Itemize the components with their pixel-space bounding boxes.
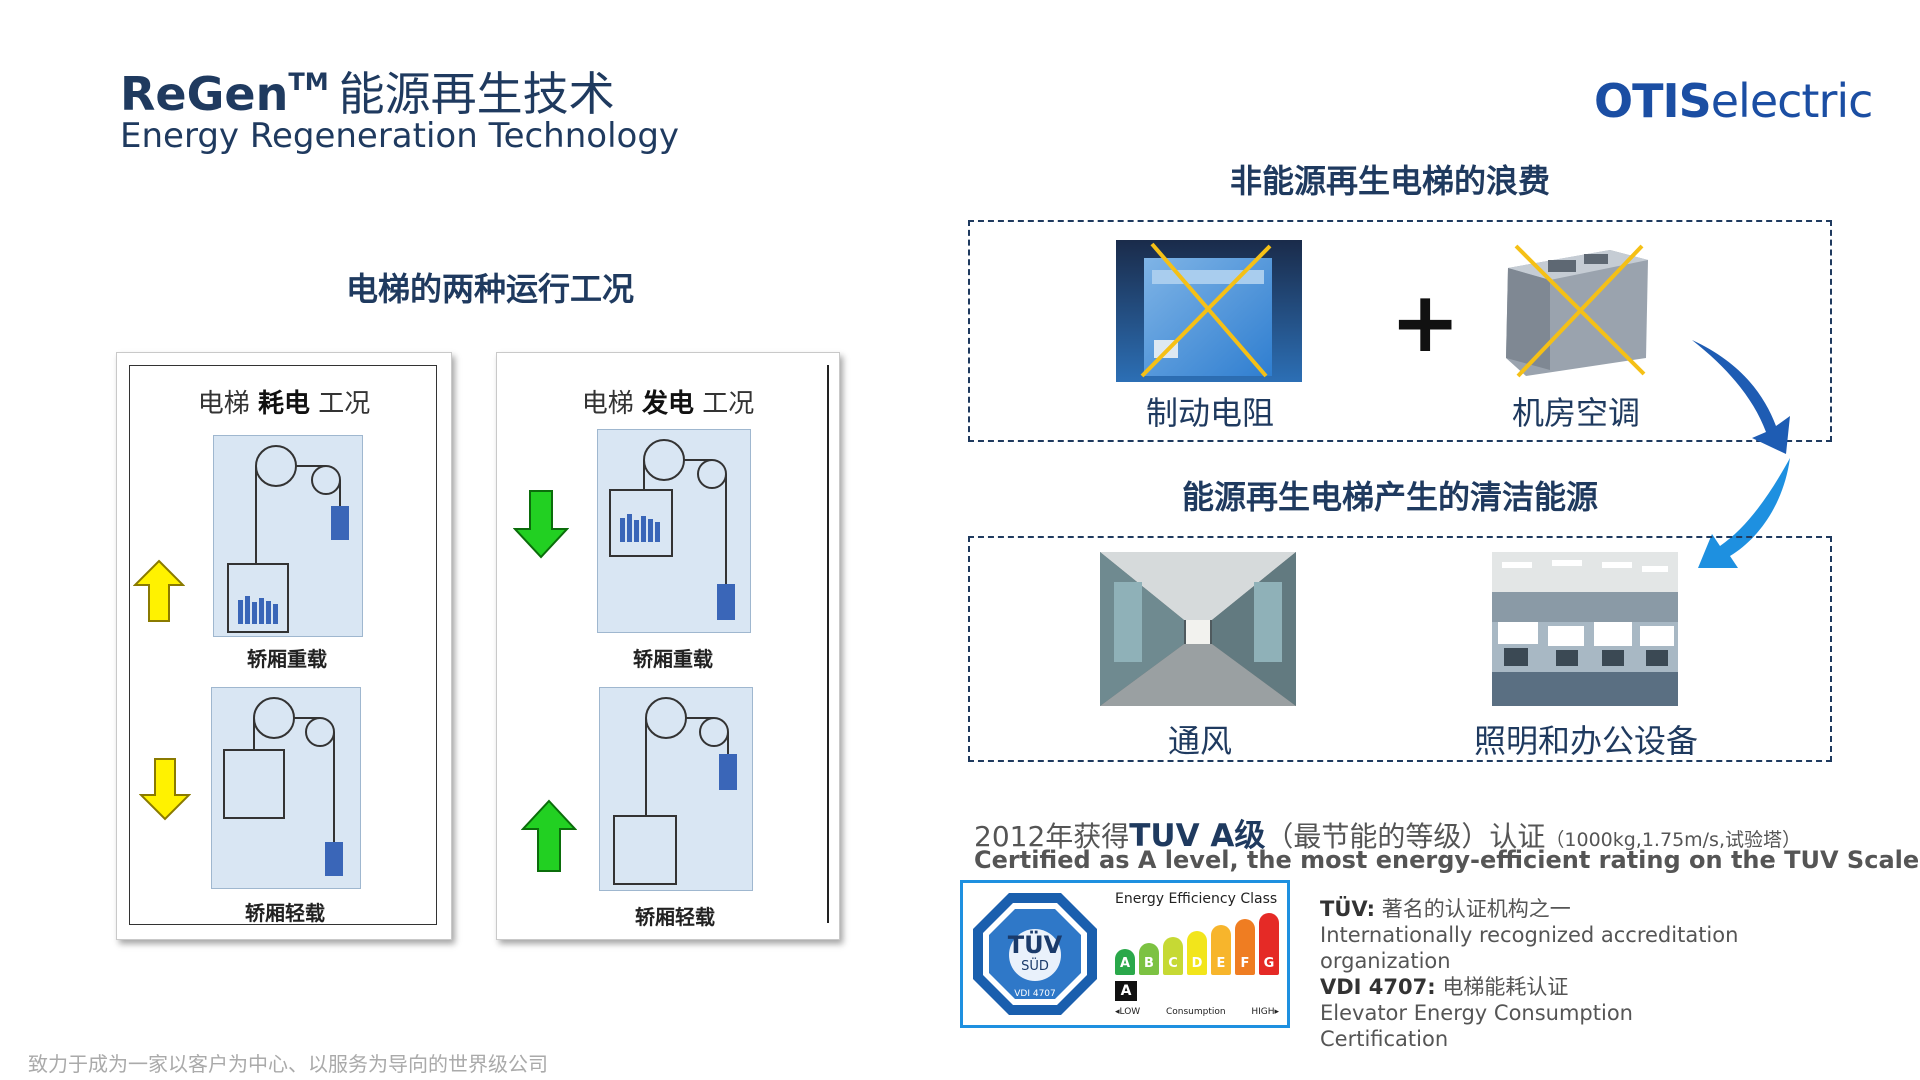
machine-room-ac-photo bbox=[1496, 240, 1658, 382]
lighting-office-label: 照明和办公设备 bbox=[1473, 722, 1698, 760]
title-brand: ReGen bbox=[120, 67, 289, 121]
consumption-heavy-label: 轿厢重载 bbox=[247, 647, 327, 671]
blue-curve-arrow-left-icon bbox=[1698, 458, 1790, 568]
clean-energy-title: 能源再生电梯产生的清洁能源 bbox=[1181, 478, 1598, 516]
clean-energy-box bbox=[968, 536, 1832, 762]
title-chinese: 能源再生技术 bbox=[338, 67, 615, 121]
green-down-arrow-icon bbox=[513, 490, 569, 559]
lighting-office-photo bbox=[1492, 552, 1678, 706]
page-title: ReGenTM 能源再生技术 bbox=[120, 58, 615, 124]
vdi-info-line: VDI 4707: 电梯能耗认证 bbox=[1320, 974, 1740, 1000]
heading-suffix: 工况 bbox=[310, 389, 371, 419]
generation-panel-heading: 电梯 发电 工况 bbox=[497, 383, 839, 420]
title-trademark: TM bbox=[288, 67, 329, 96]
waste-title: 非能源再生电梯的浪费 bbox=[1229, 162, 1550, 200]
consumption-light-diagram bbox=[211, 687, 361, 889]
braking-resistor-photo bbox=[1116, 240, 1302, 382]
energy-efficiency-class-title: Energy Efficiency Class bbox=[1115, 891, 1278, 907]
cert-cn-suffix: （最节能的等级）认证 bbox=[1265, 820, 1546, 853]
scale-low: ◂LOW bbox=[1115, 1007, 1141, 1017]
generation-panel: 电梯 发电 工况 轿厢重载 轿厢轻载 bbox=[496, 352, 840, 940]
certification-en: Certified as A level, the most energy-ef… bbox=[974, 846, 1920, 874]
tuv-info: TÜV: 著名的认证机构之一 Internationally recognize… bbox=[1320, 896, 1740, 1052]
braking-resistor-image bbox=[1116, 240, 1302, 382]
otis-logo: OTISelectric bbox=[1594, 74, 1874, 128]
footer-slogan: 致力于成为一家以客户为中心、以服务为导向的世界级公司 bbox=[28, 1052, 548, 1076]
consumption-heavy-diagram bbox=[213, 435, 363, 637]
elevator-light-car-icon bbox=[613, 697, 737, 885]
air-conditioner-image bbox=[1496, 240, 1658, 382]
tuv-seal-text: TÜV bbox=[1007, 931, 1063, 959]
consumption-panel-heading: 电梯 耗电 工况 bbox=[117, 383, 451, 420]
energy-class-bar-c: C bbox=[1163, 937, 1183, 975]
ventilation-photo bbox=[1100, 552, 1296, 706]
logo-electric: electric bbox=[1710, 74, 1874, 128]
ventilation-label: 通风 bbox=[1167, 722, 1232, 760]
tuv-info-line1: TÜV: 著名的认证机构之一 bbox=[1320, 896, 1740, 922]
elevator-light-car-icon bbox=[223, 697, 343, 876]
energy-class-bar-e: E bbox=[1211, 925, 1231, 975]
yellow-down-arrow-icon bbox=[139, 758, 191, 821]
certification-cn: 2012年获得TUV A级（最节能的等级）认证（1000kg,1.75m/s,试… bbox=[974, 810, 1801, 855]
scale-consumption: Consumption bbox=[1165, 1007, 1226, 1017]
cert-cn-prefix: 2012年获得 bbox=[974, 820, 1130, 853]
consumption-scale: ◂LOW Consumption HIGH▸ bbox=[1115, 1007, 1279, 1017]
tuv-label: TÜV: bbox=[1320, 897, 1376, 921]
page-subtitle: Energy Regeneration Technology bbox=[120, 116, 680, 156]
tuv-sud-text: SÜD bbox=[1021, 959, 1049, 974]
generation-heavy-label: 轿厢重载 bbox=[633, 647, 713, 671]
energy-class-bar-d: D bbox=[1187, 931, 1207, 975]
plus-sign: + bbox=[1390, 273, 1461, 371]
consumption-light-label: 轿厢轻载 bbox=[245, 901, 325, 925]
heading-prefix: 电梯 bbox=[197, 389, 258, 419]
waste-box bbox=[968, 220, 1832, 442]
elevator-heavy-car-icon bbox=[609, 439, 735, 620]
elevator-heavy-car-icon bbox=[227, 445, 349, 633]
selected-class-marker: A bbox=[1115, 981, 1137, 1001]
tuv-badge: TÜV SÜD VDI 4707 Energy Efficiency Class… bbox=[960, 880, 1290, 1028]
office-image bbox=[1492, 552, 1678, 706]
tuv-cn: 著名的认证机构之一 bbox=[1375, 897, 1571, 921]
generation-panel-frame-line bbox=[827, 365, 829, 923]
corridor-image bbox=[1100, 552, 1296, 706]
heading-prefix: 电梯 bbox=[581, 389, 642, 419]
machine-room-ac-label: 机房空调 bbox=[1511, 394, 1640, 432]
heading-keyword: 发电 bbox=[641, 389, 694, 419]
green-up-arrow-icon bbox=[521, 799, 577, 872]
tuv-sud-seal-icon bbox=[973, 893, 1097, 1015]
energy-class-bar-a: A bbox=[1115, 949, 1135, 975]
scale-high: HIGH▸ bbox=[1251, 1007, 1279, 1017]
cert-cn-note: （1000kg,1.75m/s,试验塔） bbox=[1545, 829, 1802, 851]
heading-keyword: 耗电 bbox=[257, 389, 310, 419]
braking-resistor-label: 制动电阻 bbox=[1145, 394, 1274, 432]
vdi-label: VDI 4707: bbox=[1320, 975, 1436, 999]
blue-curve-arrow-down-icon bbox=[1692, 340, 1790, 454]
generation-light-label: 轿厢轻载 bbox=[635, 905, 715, 929]
logo-otis: OTIS bbox=[1594, 74, 1712, 128]
energy-class-bar-g: G bbox=[1259, 913, 1279, 975]
vdi-cn: 电梯能耗认证 bbox=[1435, 975, 1569, 999]
energy-class-bar-b: B bbox=[1139, 943, 1159, 975]
energy-class-bar-f: F bbox=[1235, 919, 1255, 975]
yellow-up-arrow-icon bbox=[133, 559, 185, 622]
consumption-panel: 电梯 耗电 工况 轿厢重载 轿厢轻载 bbox=[116, 352, 452, 940]
consumption-panel-frame bbox=[129, 365, 437, 925]
generation-light-diagram bbox=[599, 687, 753, 891]
heading-suffix: 工况 bbox=[694, 389, 755, 419]
cert-tuv-a: TUV A级 bbox=[1129, 818, 1266, 854]
tuv-vdi-text: VDI 4707 bbox=[1014, 989, 1056, 999]
operating-conditions-title: 电梯的两种运行工况 bbox=[345, 270, 634, 308]
tuv-en: Internationally recognized accreditation… bbox=[1320, 923, 1739, 973]
vdi-en: Elevator Energy Consumption Certificatio… bbox=[1320, 1001, 1633, 1051]
generation-heavy-diagram bbox=[597, 429, 751, 633]
